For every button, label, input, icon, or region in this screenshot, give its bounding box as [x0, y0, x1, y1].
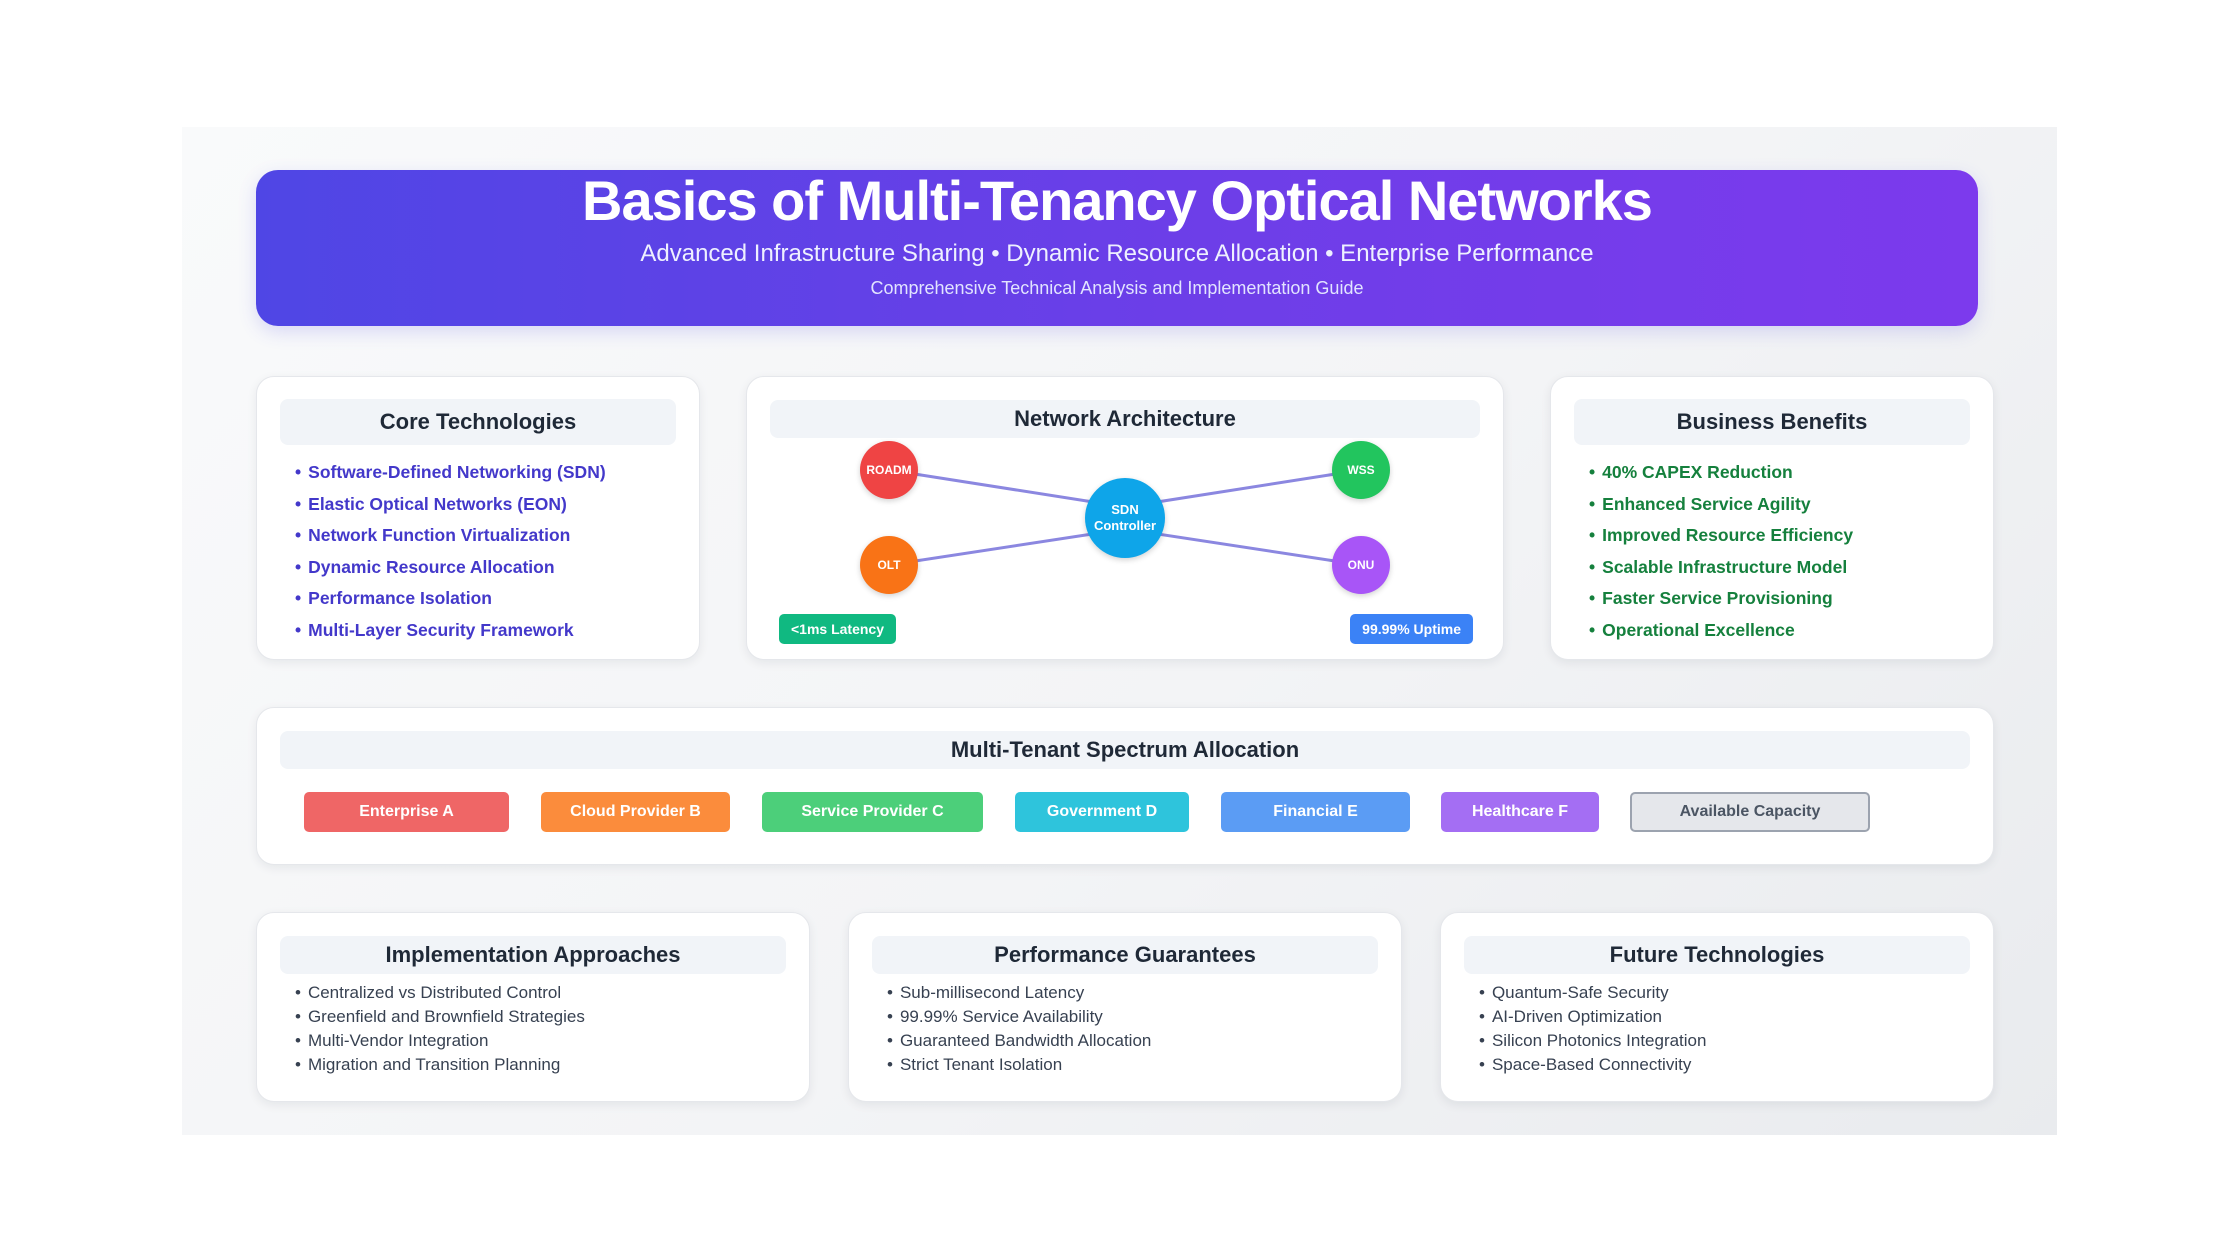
header-banner: Basics of Multi-Tenancy Optical Networks… — [256, 170, 1978, 326]
list-item: Performance Isolation — [295, 583, 606, 615]
tenant-cloud-provider-b: Cloud Provider B — [541, 792, 730, 832]
performance-guarantees-list: Sub-millisecond Latency 99.99% Service A… — [887, 981, 1151, 1077]
list-item: Guaranteed Bandwidth Allocation — [887, 1029, 1151, 1053]
list-item: Silicon Photonics Integration — [1479, 1029, 1707, 1053]
core-technologies-title: Core Technologies — [280, 399, 676, 445]
future-technologies-title: Future Technologies — [1464, 936, 1970, 974]
core-technologies-list: Software-Defined Networking (SDN) Elasti… — [295, 457, 606, 646]
list-item: Multi-Vendor Integration — [295, 1029, 585, 1053]
list-item: Multi-Layer Security Framework — [295, 615, 606, 647]
tenant-financial-e: Financial E — [1221, 792, 1410, 832]
core-technologies-card: Core Technologies Software-Defined Netwo… — [256, 376, 700, 660]
list-item: 40% CAPEX Reduction — [1589, 457, 1853, 489]
implementation-approaches-list: Centralized vs Distributed Control Green… — [295, 981, 585, 1077]
future-technologies-card: Future Technologies Quantum-Safe Securit… — [1440, 912, 1994, 1102]
network-architecture-title: Network Architecture — [770, 400, 1480, 438]
architecture-links — [888, 468, 1362, 567]
tenant-enterprise-a: Enterprise A — [304, 792, 509, 832]
list-item: Quantum-Safe Security — [1479, 981, 1706, 1005]
list-item: Improved Resource Efficiency — [1589, 520, 1853, 552]
performance-guarantees-title: Performance Guarantees — [872, 936, 1378, 974]
list-item: Software-Defined Networking (SDN) — [295, 457, 606, 489]
business-benefits-title: Business Benefits — [1574, 399, 1970, 445]
wss-node: WSS — [1332, 441, 1390, 499]
olt-node: OLT — [860, 536, 918, 594]
onu-node: ONU — [1332, 536, 1390, 594]
page-title: Basics of Multi-Tenancy Optical Networks — [582, 169, 1653, 232]
link-controller-onu — [1124, 527, 1362, 567]
implementation-approaches-title: Implementation Approaches — [280, 936, 786, 974]
network-architecture-card: Network Architecture ROADM WSS OLT ONU S… — [746, 376, 1504, 660]
link-roadm-controller — [888, 468, 1126, 509]
controller-label-line1: SDN — [1111, 501, 1139, 517]
roadm-node: ROADM — [860, 441, 918, 499]
list-item: Elastic Optical Networks (EON) — [295, 489, 606, 521]
uptime-badge: 99.99% Uptime — [1350, 614, 1473, 644]
implementation-approaches-card: Implementation Approaches Centralized vs… — [256, 912, 810, 1102]
link-controller-wss — [1124, 468, 1362, 509]
business-benefits-list: 40% CAPEX Reduction Enhanced Service Agi… — [1589, 457, 1853, 646]
latency-badge: <1ms Latency — [779, 614, 896, 644]
list-item: Centralized vs Distributed Control — [295, 981, 585, 1005]
link-olt-controller — [888, 527, 1126, 567]
list-item: Space-Based Connectivity — [1479, 1053, 1706, 1077]
tenant-available-capacity: Available Capacity — [1630, 792, 1870, 832]
performance-guarantees-card: Performance Guarantees Sub-millisecond L… — [848, 912, 1402, 1102]
spectrum-allocation-card: Multi-Tenant Spectrum Allocation — [256, 707, 1994, 865]
page-subtitle: Advanced Infrastructure Sharing • Dynami… — [640, 240, 1594, 267]
tenant-government-d: Government D — [1015, 792, 1189, 832]
list-item: Migration and Transition Planning — [295, 1053, 585, 1077]
list-item: Enhanced Service Agility — [1589, 489, 1853, 521]
page-tagline: Comprehensive Technical Analysis and Imp… — [870, 278, 1364, 298]
business-benefits-card: Business Benefits 40% CAPEX Reduction En… — [1550, 376, 1994, 660]
list-item: Strict Tenant Isolation — [887, 1053, 1151, 1077]
list-item: Greenfield and Brownfield Strategies — [295, 1005, 585, 1029]
list-item: Network Function Virtualization — [295, 520, 606, 552]
sdn-controller-node: SDN Controller — [1085, 478, 1165, 558]
future-technologies-list: Quantum-Safe Security AI-Driven Optimiza… — [1479, 981, 1707, 1077]
tenant-service-provider-c: Service Provider C — [762, 792, 983, 832]
list-item: Scalable Infrastructure Model — [1589, 552, 1853, 584]
list-item: 99.99% Service Availability — [887, 1005, 1151, 1029]
list-item: AI-Driven Optimization — [1479, 1005, 1706, 1029]
list-item: Operational Excellence — [1589, 615, 1853, 647]
tenant-healthcare-f: Healthcare F — [1441, 792, 1599, 832]
list-item: Faster Service Provisioning — [1589, 583, 1853, 615]
spectrum-allocation-title: Multi-Tenant Spectrum Allocation — [280, 731, 1970, 769]
list-item: Dynamic Resource Allocation — [295, 552, 606, 584]
controller-label-line2: Controller — [1093, 518, 1157, 533]
list-item: Sub-millisecond Latency — [887, 981, 1151, 1005]
